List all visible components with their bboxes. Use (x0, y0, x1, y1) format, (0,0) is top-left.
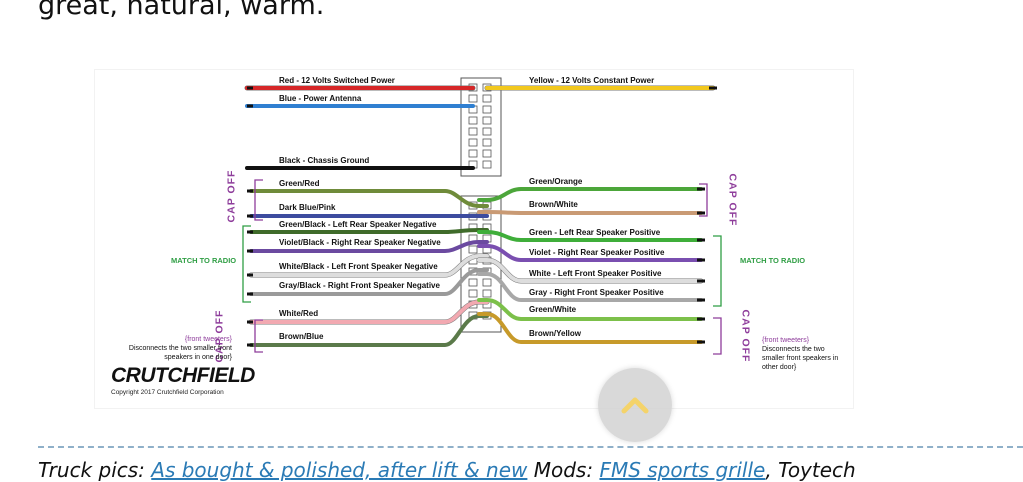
post-text-top: great, natural, warm. (38, 0, 325, 21)
connector-pin (482, 105, 492, 114)
label-darkblue-pink: Dark Blue/Pink (279, 203, 336, 212)
wire-right-7 (477, 272, 703, 302)
connector-pin (468, 116, 478, 125)
bracket-cap-off-left-bottom (254, 319, 263, 353)
wire-left-11 (249, 314, 489, 347)
label-red-switched: Red - 12 Volts Switched Power (279, 76, 395, 85)
connector-pin (468, 127, 478, 136)
label-brown-blue: Brown/Blue (279, 332, 324, 341)
link-truck-pics[interactable]: As bought & polished, after lift & new (151, 458, 528, 482)
wire-left-8 (249, 254, 489, 277)
match-to-radio-right: MATCH TO RADIO (740, 256, 806, 265)
cap-off-label-left-top: CAP OFF (225, 169, 237, 223)
section-divider (38, 446, 1023, 448)
wire-right-2 (477, 187, 703, 202)
wire-right-3 (477, 210, 703, 215)
connector-pin (468, 289, 478, 298)
note-right-text: Disconnects the two smaller front speake… (762, 346, 839, 371)
note-left-text: Disconnects the two smaller front speake… (128, 345, 232, 361)
wiring-diagram-image: Red - 12 Volts Switched Power Blue - Pow… (95, 70, 853, 408)
connector-pin (482, 149, 492, 158)
scroll-to-top-button[interactable] (598, 368, 672, 442)
note-right-tweeters: {front tweeters} (762, 337, 810, 344)
label-green-black: Green/Black - Left Rear Speaker Negative (279, 220, 437, 229)
bracket-match-left (242, 225, 251, 303)
copyright-text: Copyright 2017 Crutchfield Corporation (111, 389, 224, 396)
connector-pin (482, 289, 492, 298)
label-green-lr-pos: Green - Left Rear Speaker Positive (529, 228, 661, 237)
note-left: {front tweeters} Disconnects the two sma… (117, 335, 232, 362)
wires-group (244, 85, 717, 347)
post-text-bottom: Truck pics: As bought & polished, after … (38, 458, 856, 482)
connector-top (460, 77, 502, 177)
wire-left-6 (249, 228, 489, 234)
match-to-radio-left: MATCH TO RADIO (171, 256, 237, 265)
label-violet-black: Violet/Black - Right Rear Speaker Negati… (279, 238, 441, 247)
label-gray-black: Gray/Black - Right Front Speaker Negativ… (279, 281, 440, 290)
crutchfield-logo: CRUTCHFIELD (111, 364, 255, 387)
wire-right-4 (477, 230, 703, 242)
wire-left-10 (249, 300, 489, 324)
connector-pin (482, 94, 492, 103)
bracket-match-right (713, 235, 722, 307)
note-right: {front tweeters} Disconnects the two sma… (762, 336, 844, 372)
label-yellow-constant: Yellow - 12 Volts Constant Power (529, 76, 655, 85)
note-left-tweeters: {front tweeters} (184, 336, 232, 343)
wiring-diagram-svg (242, 77, 722, 355)
cap-off-label-right-top: CAP OFF (726, 173, 738, 227)
label-green-red: Green/Red (279, 179, 320, 188)
label-green-orange: Green/Orange (529, 177, 583, 186)
connector-pin (482, 278, 492, 287)
wire-left-7 (249, 240, 489, 253)
bracket-cap-off-right-bottom (713, 317, 722, 355)
connector-pin (482, 138, 492, 147)
connector-pin (482, 127, 492, 136)
connector-pin (482, 116, 492, 125)
connector-pin (468, 149, 478, 158)
wire-left-4 (249, 189, 489, 208)
bracket-cap-off-right-top (699, 183, 708, 217)
connector-pin (468, 94, 478, 103)
wire-right-9 (477, 312, 703, 344)
label-blue-antenna: Blue - Power Antenna (279, 94, 362, 103)
label-violet-rr-pos: Violet - Right Rear Speaker Positive (529, 248, 665, 257)
label-green-white: Green/White (529, 305, 577, 314)
label-white-red: White/Red (279, 309, 319, 318)
label-brown-yellow: Brown/Yellow (529, 329, 582, 338)
wire-right-5 (477, 244, 703, 262)
cap-off-label-right-bottom: CAP OFF (739, 309, 751, 363)
label-black-ground: Black - Chassis Ground (279, 156, 370, 165)
bracket-cap-off-left-top (254, 179, 263, 221)
chevron-up-icon (621, 397, 649, 414)
label-gray-rf-pos: Gray - Right Front Speaker Positive (529, 288, 664, 297)
wire-left-9 (249, 268, 489, 296)
label-white-black: White/Black - Left Front Speaker Negativ… (279, 262, 438, 271)
connector-pin (468, 278, 478, 287)
label-white-lf-pos: White - Left Front Speaker Positive (529, 269, 662, 278)
connector-pin (468, 245, 478, 254)
link-fms-grille[interactable]: FMS sports grille (599, 458, 766, 482)
brackets (242, 179, 722, 355)
connector-pin (468, 138, 478, 147)
wire-right-8 (477, 298, 703, 321)
label-brown-white: Brown/White (529, 200, 578, 209)
connector-pin (482, 160, 492, 169)
wire-right-6 (477, 258, 703, 283)
